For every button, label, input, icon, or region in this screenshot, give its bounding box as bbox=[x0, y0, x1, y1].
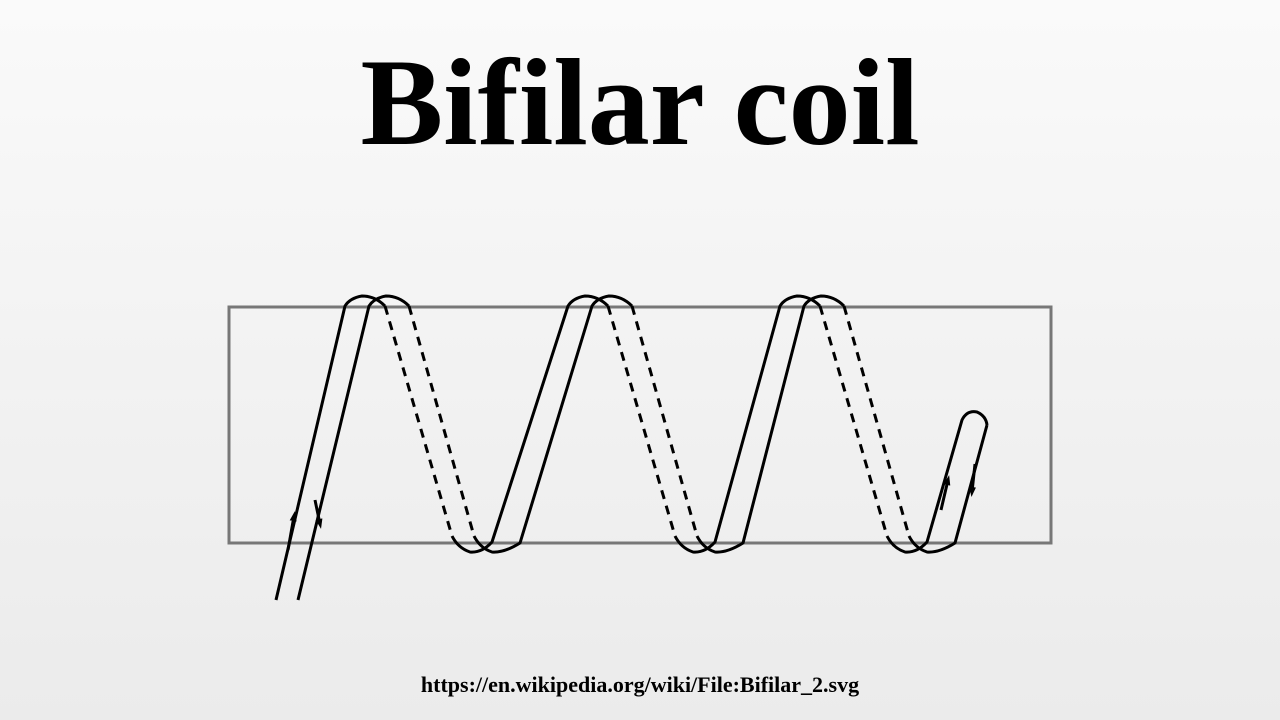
page-title: Bifilar coil bbox=[360, 34, 920, 171]
wire-a-front bbox=[274, 294, 989, 601]
arrow-down-icon bbox=[969, 463, 977, 497]
wire-back-hidden bbox=[383, 305, 911, 537]
coil-core-outline bbox=[227, 305, 1053, 545]
source-url: https://en.wikipedia.org/wiki/File:Bifil… bbox=[420, 672, 860, 697]
arrow-down-icon bbox=[313, 499, 323, 529]
arrow-up-icon bbox=[939, 475, 951, 511]
arrow-up-icon bbox=[286, 511, 297, 551]
wire-b-front bbox=[296, 294, 989, 601]
current-direction-arrows bbox=[286, 463, 977, 551]
